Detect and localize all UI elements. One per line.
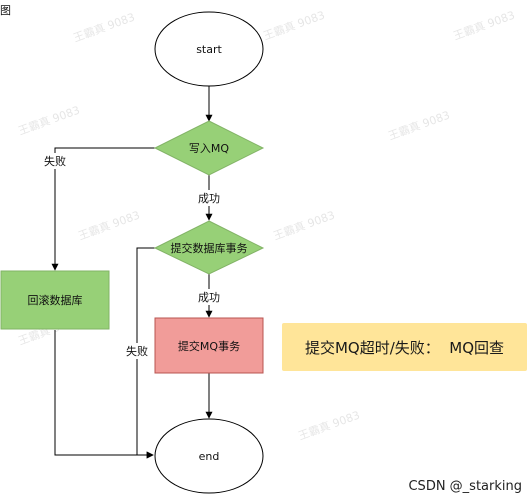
start-node bbox=[154, 11, 264, 87]
edge-label-commit-success: 成功 bbox=[198, 291, 220, 304]
commit-tx-decision bbox=[153, 220, 265, 275]
start-label: start bbox=[196, 43, 222, 56]
commit-mq-label: 提交MQ事务 bbox=[178, 339, 240, 353]
watermark: 王霸真 9083 bbox=[76, 208, 141, 243]
write-mq-decision bbox=[153, 120, 265, 176]
write-mq-label: 写入MQ bbox=[189, 142, 229, 155]
watermark: 王霸真 9083 bbox=[261, 8, 326, 43]
commit-tx-label: 提交数据库事务 bbox=[171, 241, 248, 255]
watermark: 王霸真 9083 bbox=[451, 8, 516, 43]
edge-label-bg bbox=[123, 343, 151, 359]
rollback-node bbox=[0, 270, 110, 330]
watermark: 王霸真 9083 bbox=[16, 103, 81, 138]
watermark: 王霸真 9083 bbox=[296, 408, 361, 443]
credit-text: CSDN @_starking bbox=[408, 479, 522, 494]
watermark: 王霸真 9083 bbox=[71, 10, 136, 45]
edges bbox=[51, 86, 213, 459]
watermark: 王霸真 9083 bbox=[386, 108, 451, 143]
edge-label-commit-fail: 失败 bbox=[126, 344, 148, 358]
watermark-layer: 王霸真 9083 王霸真 9083 王霸真 9083 王霸真 9083 王霸真 … bbox=[16, 8, 516, 443]
edge-label-write-fail: 失败 bbox=[44, 154, 66, 168]
edge-write-rollback bbox=[51, 147, 155, 271]
corner-text: 图 bbox=[0, 4, 11, 17]
callout-note: 提交MQ超时/失败： MQ回查 bbox=[282, 323, 527, 371]
edge-label-bg bbox=[195, 190, 223, 206]
edge-rollback-end bbox=[54, 330, 154, 459]
edge-label-bg bbox=[40, 153, 70, 169]
watermark: 王霸真 9083 bbox=[271, 208, 336, 243]
edge-label-write-success: 成功 bbox=[198, 192, 220, 205]
commit-mq-node bbox=[154, 317, 264, 374]
end-node bbox=[154, 418, 264, 494]
rollback-label: 回滚数据库 bbox=[28, 293, 83, 307]
end-label: end bbox=[199, 450, 220, 463]
edge-label-bg bbox=[195, 289, 223, 305]
